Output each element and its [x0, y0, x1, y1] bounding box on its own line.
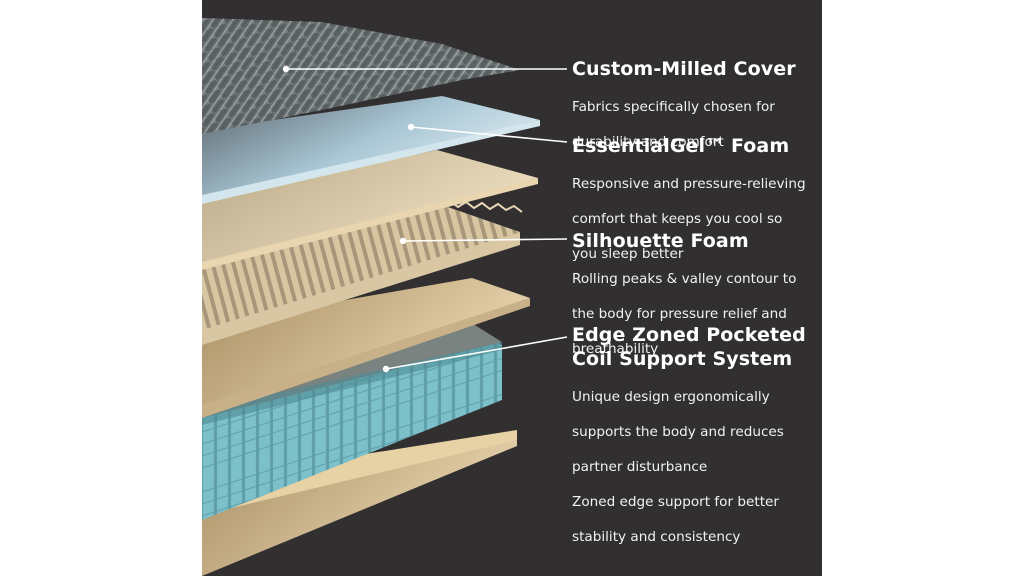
description-line: partner disturbance: [572, 458, 708, 475]
leader-lines: [286, 68, 568, 370]
description-line: Responsive and pressure-relieving: [572, 175, 806, 192]
description-line: supports the body and reduces: [572, 423, 784, 440]
description-line: Zoned edge support for better: [572, 494, 779, 511]
description-line: durability and comfort: [572, 133, 724, 150]
mattress-illustration: [202, 18, 568, 576]
description-line: stability and consistency: [572, 529, 741, 546]
description-line: Fabrics specifically chosen for: [572, 98, 775, 115]
leader-dot-cover: [282, 65, 290, 73]
diagram-panel: Custom-Milled Cover Fabrics specifically…: [202, 0, 822, 576]
leader-dot-coil: [382, 365, 390, 373]
callout-description: Fabrics specifically chosen for durabili…: [572, 81, 796, 169]
cover-layer: [202, 18, 520, 134]
callout-cover: Custom-Milled Cover Fabrics specifically…: [572, 57, 796, 169]
description-line: you sleep better: [572, 245, 684, 262]
description-line: the body for pressure relief and: [572, 305, 787, 322]
leader-line-coil: [385, 336, 568, 370]
description-line: breathability: [572, 340, 659, 357]
description-line: comfort that keeps you cool so: [572, 210, 783, 227]
leader-line-silhouette: [402, 238, 568, 242]
callout-description: Rolling peaks & valley contour to the bo…: [572, 253, 796, 376]
callout-title: Edge Zoned Pocketed Coil Support System: [572, 323, 806, 371]
callout-gel-foam: EssentialGel™ Foam Responsive and pressu…: [572, 134, 806, 281]
base-foam-layer: [202, 438, 517, 576]
coil-layer: [202, 322, 502, 520]
title-line: Coil Support System: [572, 348, 793, 370]
callout-silhouette-foam: Silhouette Foam Rolling peaks & valley c…: [572, 229, 796, 376]
comfort-foam-layer: [202, 150, 538, 268]
callout-title: Silhouette Foam: [572, 230, 749, 252]
description-line: Unique design ergonomically: [572, 388, 770, 405]
callout-title: Custom-Milled Cover: [572, 58, 796, 80]
leader-dot-silhouette: [399, 237, 407, 245]
callout-title: EssentialGel™ Foam: [572, 135, 790, 157]
description-line: Rolling peaks & valley contour to: [572, 270, 797, 287]
leader-line-gel: [410, 126, 568, 143]
callout-description: Responsive and pressure-relieving comfor…: [572, 158, 806, 281]
title-line: Edge Zoned Pocketed: [572, 324, 806, 346]
gel-foam-layer: [202, 96, 540, 200]
leader-dot-gel: [407, 123, 415, 131]
callout-description: Unique design ergonomically supports the…: [572, 371, 806, 565]
callout-coil-system: Edge Zoned Pocketed Coil Support System …: [572, 323, 806, 565]
